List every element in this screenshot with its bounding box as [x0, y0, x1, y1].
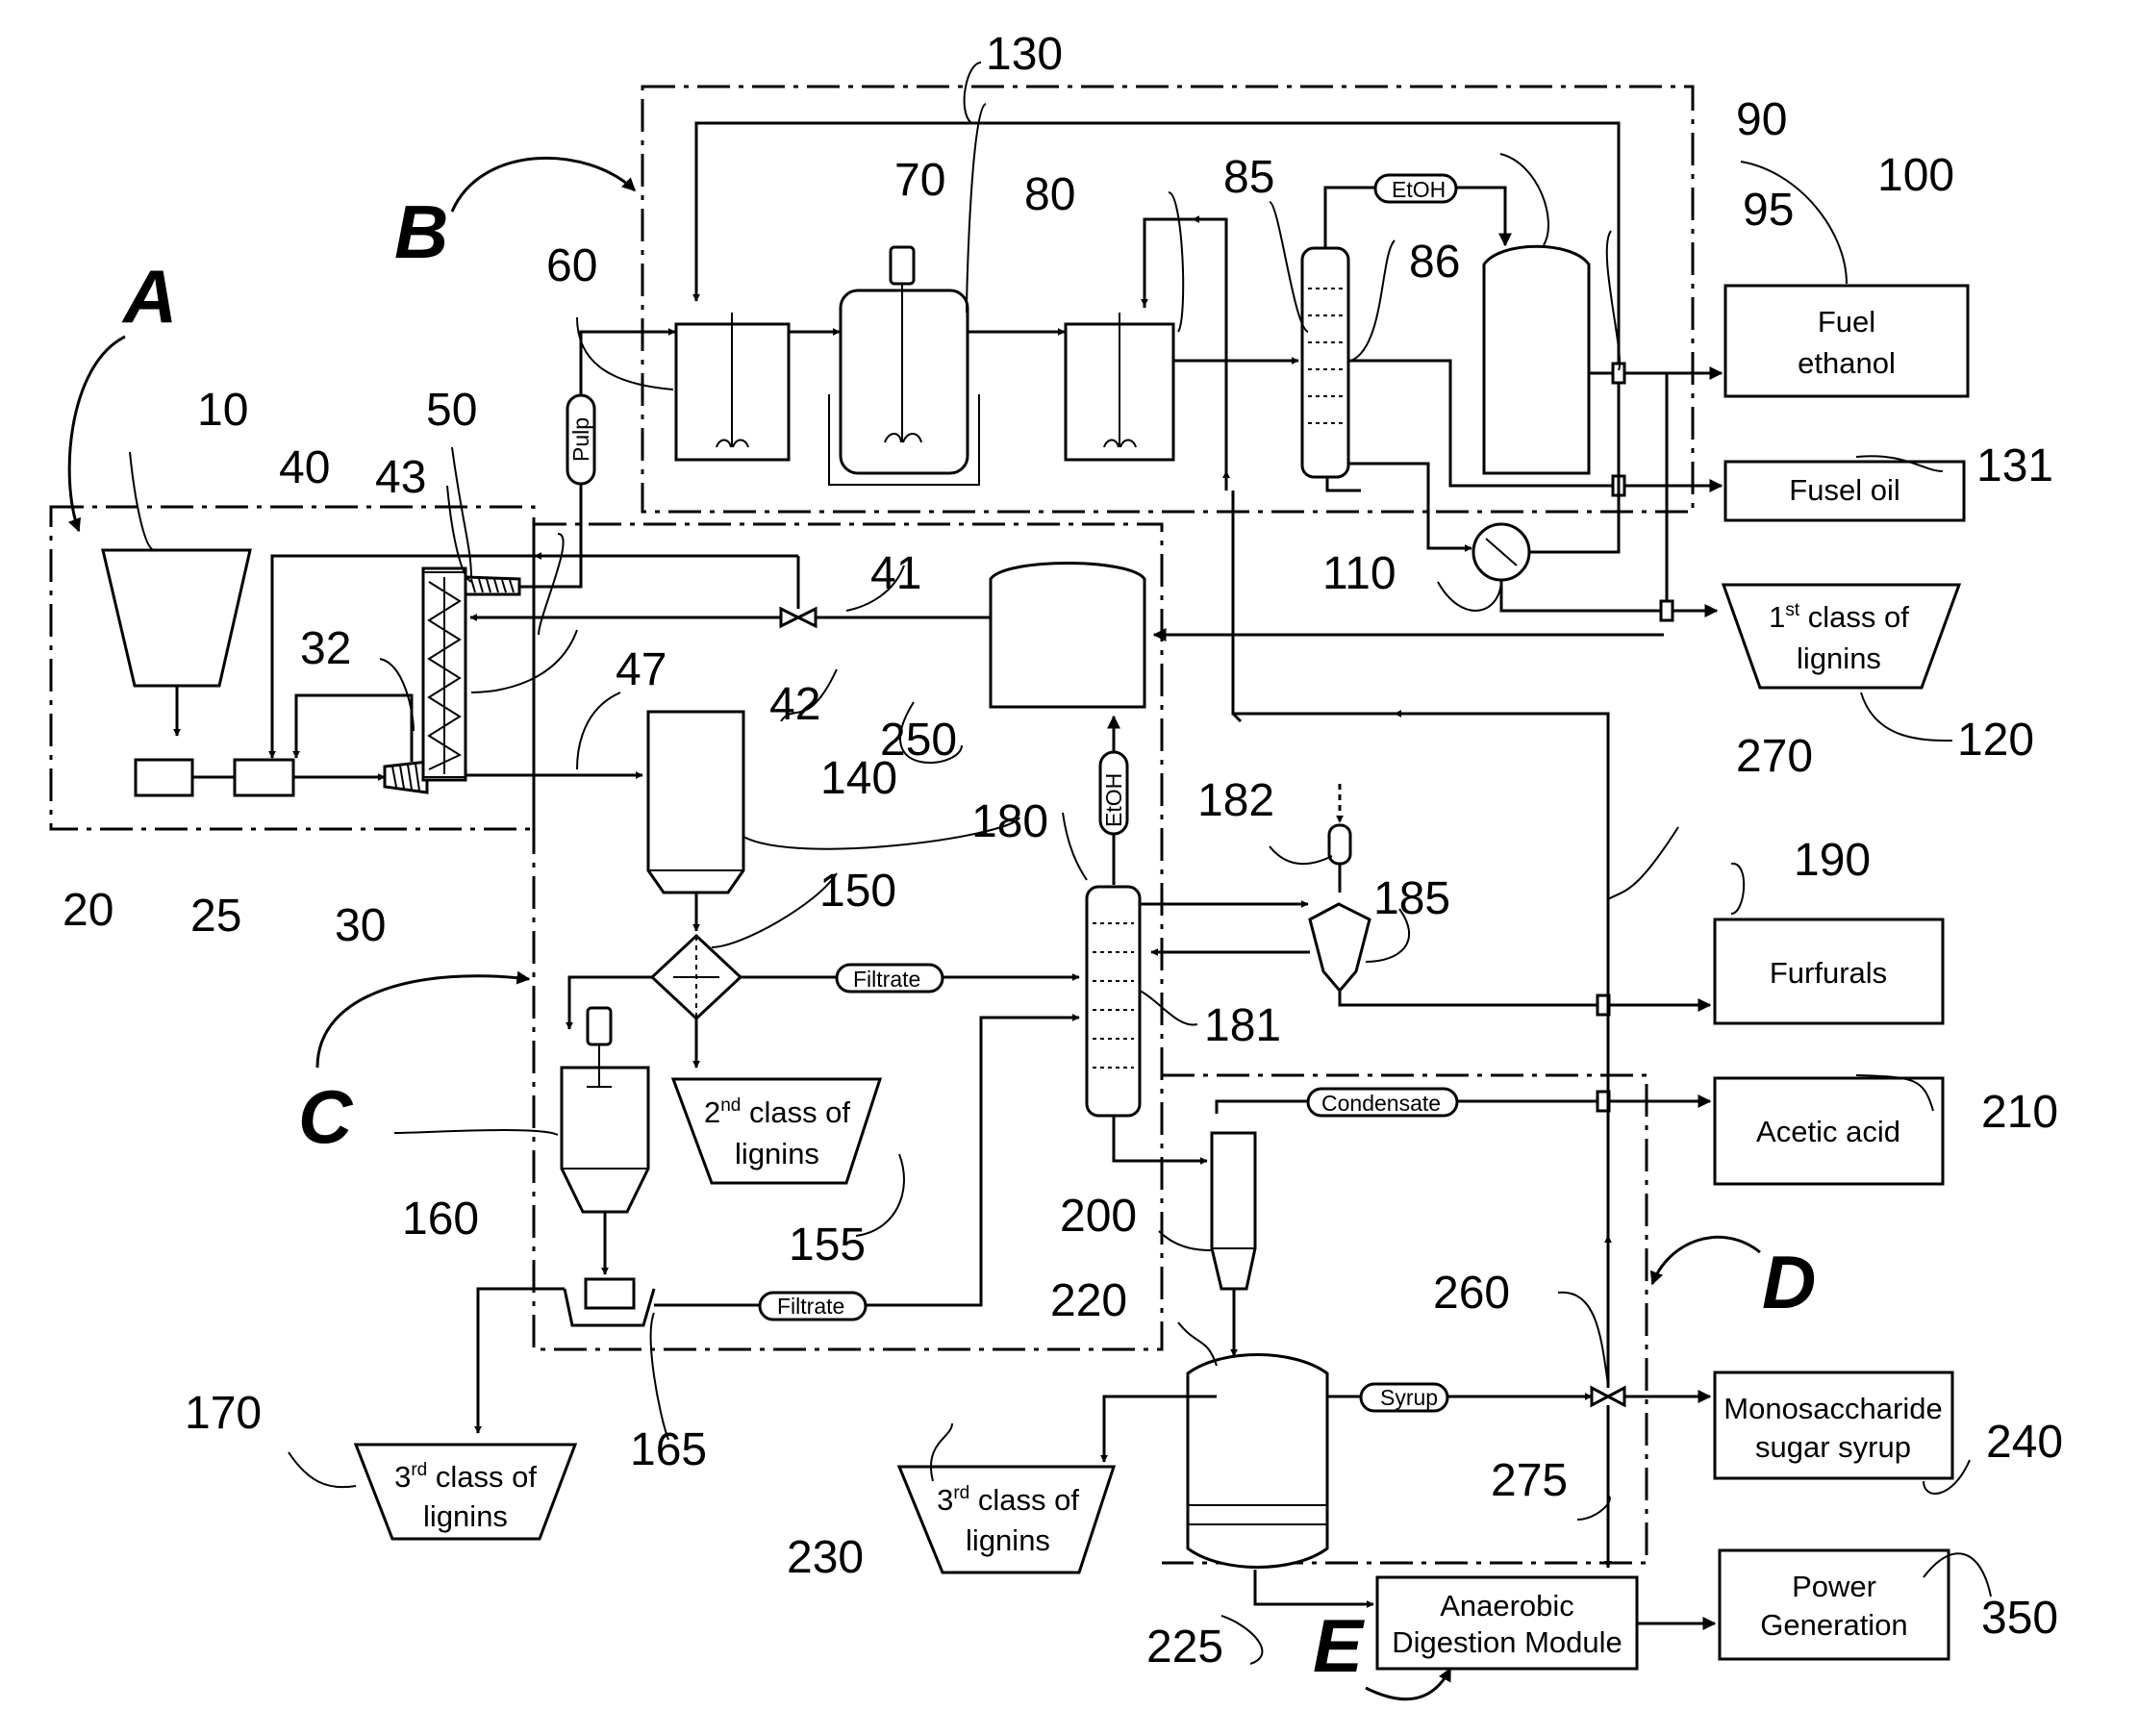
ref-275: 275	[1491, 1455, 1568, 1506]
ref-182: 182	[1197, 775, 1274, 826]
lignin-2-label-2: lignins	[735, 1137, 819, 1170]
ref-50: 50	[426, 385, 477, 436]
filtrate-1-tag: Filtrate	[853, 967, 920, 992]
ref-86: 86	[1409, 237, 1460, 288]
ref-47: 47	[616, 644, 667, 695]
ref-130: 130	[986, 29, 1063, 80]
section-a-pointer	[69, 337, 125, 531]
syrup-label-1: Monosaccharide	[1723, 1392, 1942, 1425]
section-c-pointer	[317, 976, 529, 1068]
ref-220: 220	[1050, 1275, 1127, 1326]
ref-41: 41	[870, 548, 921, 599]
vessel-140	[648, 712, 743, 893]
section-d-label: D	[1762, 1240, 1816, 1324]
power-label-1: Power	[1792, 1570, 1876, 1603]
section-e-pointer	[1366, 1669, 1450, 1699]
column-85	[1302, 248, 1348, 477]
ref-131: 131	[1976, 440, 2053, 491]
ref-225: 225	[1146, 1622, 1223, 1673]
tank-90	[1484, 246, 1589, 473]
tank-250	[991, 564, 1144, 708]
cyclone-185	[1310, 904, 1370, 991]
ref-240: 240	[1986, 1417, 2063, 1468]
ref-270: 270	[1736, 731, 1813, 782]
ref-260: 260	[1433, 1268, 1510, 1319]
ref-200: 200	[1060, 1191, 1137, 1242]
section-d-pointer	[1652, 1237, 1760, 1284]
settler-220	[1188, 1355, 1327, 1568]
ref-30: 30	[335, 900, 386, 951]
ref-181: 181	[1204, 1000, 1281, 1051]
pulp-tag: Pulp	[568, 417, 593, 462]
valve-42	[781, 609, 816, 626]
ref-190: 190	[1794, 835, 1871, 886]
ref-20: 20	[63, 885, 113, 936]
unit-25	[235, 760, 293, 795]
ref-140: 140	[820, 753, 897, 804]
fusel-oil-label: Fusel oil	[1789, 473, 1899, 507]
filtrate-2-tag: Filtrate	[777, 1294, 844, 1319]
pulp-line	[519, 332, 675, 587]
valve-260	[1592, 1388, 1624, 1405]
syrup-label-2: sugar syrup	[1755, 1430, 1911, 1464]
ref-185: 185	[1373, 873, 1450, 924]
ref-350: 350	[1981, 1593, 2058, 1644]
hydrolysis-section: Condensate Syrup	[1104, 471, 1715, 1623]
fermenter-70	[841, 290, 968, 473]
ref-165: 165	[630, 1424, 707, 1475]
leader-lines	[130, 63, 1991, 1664]
power-label-2: Generation	[1760, 1608, 1907, 1642]
section-c-label: C	[298, 1074, 354, 1159]
ref-60: 60	[546, 240, 597, 291]
ref-85: 85	[1223, 152, 1274, 203]
anaerobic-label-2: Digestion Module	[1392, 1625, 1622, 1659]
etoh-tag-mid: EtOH	[1101, 773, 1126, 827]
fermentation-section: EtOH	[676, 123, 1722, 620]
section-b-label: B	[394, 189, 448, 274]
section-a-label: A	[121, 254, 177, 339]
ref-120: 120	[1957, 715, 2034, 766]
screw-feeder-30	[385, 762, 427, 793]
lignin-3b-label-2: lignins	[966, 1523, 1050, 1557]
ref-25: 25	[190, 891, 241, 942]
ref-160: 160	[402, 1194, 479, 1245]
ref-80: 80	[1024, 169, 1075, 220]
anaerobic-label-1: Anaerobic	[1440, 1589, 1574, 1623]
ref-42: 42	[769, 679, 820, 730]
ref-100: 100	[1877, 150, 1954, 201]
ref-95: 95	[1743, 185, 1794, 236]
unit-20	[136, 760, 192, 795]
ref-180: 180	[971, 796, 1048, 847]
column-180	[1087, 887, 1140, 1116]
section-b-pointer	[452, 158, 635, 212]
fuel-ethanol-label-2: ethanol	[1798, 346, 1896, 380]
power-box	[1720, 1550, 1949, 1659]
lignin-3a-label-2: lignins	[423, 1499, 508, 1533]
ref-90: 90	[1736, 94, 1787, 145]
fuel-ethanol-label-1: Fuel	[1818, 305, 1875, 339]
ref-210: 210	[1981, 1087, 2058, 1138]
acetic-acid-label: Acetic acid	[1756, 1115, 1900, 1148]
syrup-tag: Syrup	[1380, 1385, 1438, 1410]
tank-160	[562, 1068, 648, 1212]
ref-155: 155	[789, 1220, 866, 1271]
ref-170: 170	[185, 1388, 262, 1439]
ref-70: 70	[894, 155, 945, 206]
section-e-label: E	[1313, 1603, 1365, 1688]
ref-43: 43	[375, 452, 426, 503]
ref-10: 10	[197, 385, 248, 436]
furfurals-label: Furfurals	[1770, 956, 1887, 990]
etoh-tag-top: EtOH	[1392, 177, 1446, 202]
ref-110: 110	[1322, 548, 1396, 599]
evaporator-200	[1212, 1133, 1255, 1289]
ref-40: 40	[279, 442, 330, 493]
condensate-tag: Condensate	[1321, 1091, 1441, 1116]
ref-150: 150	[819, 866, 896, 917]
lignin-1-label-2: lignins	[1797, 642, 1881, 675]
ref-230: 230	[787, 1532, 864, 1583]
ref-32: 32	[300, 623, 351, 674]
hopper-10	[103, 550, 250, 686]
